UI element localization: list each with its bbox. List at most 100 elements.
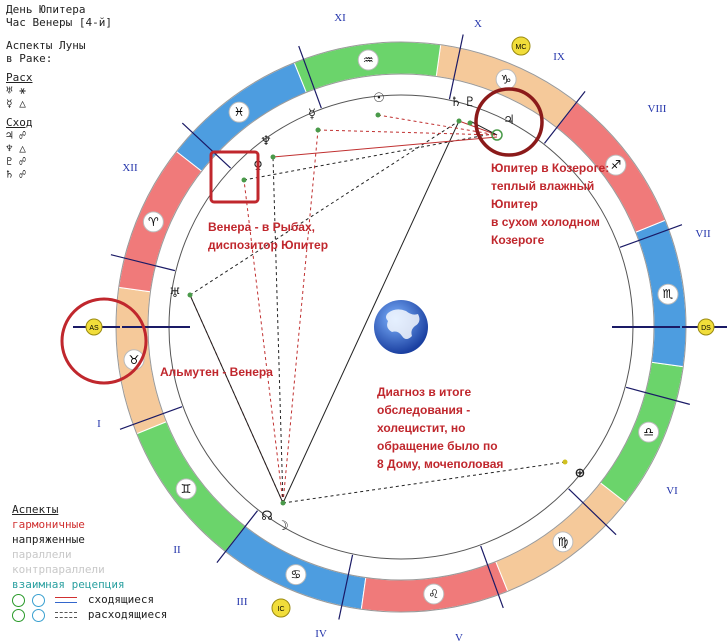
- aspect-line: [272, 156, 284, 504]
- jupiter-note-line: Юпитер в Козероге:: [491, 161, 609, 175]
- house-cusp-line: [619, 224, 683, 248]
- aspect-line: [377, 114, 498, 136]
- asc-label: AS: [89, 325, 99, 332]
- legend-diverging-row: расходящиеся: [12, 607, 192, 622]
- venus-note-line: диспозитор Юпитер: [208, 238, 328, 252]
- uranus-point: [187, 292, 193, 298]
- asc-highlight-ring: [60, 297, 148, 385]
- capricorn-icon: ♑: [501, 72, 512, 86]
- scorpio-icon: ♏: [663, 287, 674, 301]
- gemini-icon: ♊: [181, 482, 192, 496]
- aspect-line: [282, 129, 319, 504]
- legend-converging: сходящиеся: [87, 593, 155, 606]
- separating-aspect: ♅ ⚹: [6, 84, 26, 97]
- house-cusp-line: [338, 554, 354, 620]
- venus-annotation: Венера - в Рыбах, диспозитор Юпитер: [208, 220, 328, 252]
- fortune-point: [562, 459, 568, 465]
- pluto-glyph: ♇: [464, 95, 476, 110]
- solid-line-icon: [55, 597, 78, 603]
- sun-point: [375, 112, 381, 118]
- separating-title: Расх: [6, 71, 33, 84]
- dsc-badge: DS: [697, 318, 715, 336]
- house-5-label: V: [455, 632, 463, 643]
- diverging-circle-icon: [12, 608, 25, 622]
- moon-point: [280, 500, 286, 506]
- house-1-label: I: [97, 418, 101, 430]
- almuten-annotation: Альмутен - Венера: [160, 365, 273, 379]
- aries-icon: ♈: [148, 215, 159, 229]
- virgo-icon: ♍: [558, 535, 569, 549]
- house-cusp-line: [448, 34, 464, 100]
- ic-label: IC: [278, 606, 285, 613]
- house-cusp-line: [216, 510, 259, 563]
- uranus-glyph: ♅: [169, 286, 181, 301]
- house-8-label: VIII: [648, 103, 667, 115]
- mc-label: MC: [516, 44, 527, 51]
- venus-note-line: Венера - в Рыбах,: [208, 220, 315, 234]
- mercury-point: [315, 127, 321, 133]
- house-6-label: VI: [666, 485, 678, 497]
- saturn-point: [456, 118, 462, 124]
- fortune-glyph: ⊕: [575, 466, 586, 481]
- dsc-label: DS: [701, 325, 711, 332]
- diagnosis-annotation: Диагноз в итоге обследования - холецисти…: [377, 385, 503, 471]
- jupiter-note-line: теплый влажный: [491, 179, 594, 193]
- jupiter-annotation: Юпитер в Козероге: теплый влажный Юпитер…: [491, 161, 609, 247]
- aspect-line: [189, 294, 284, 504]
- legend-harmonic: гармоничные: [12, 518, 85, 531]
- venus-point: [241, 177, 247, 183]
- zodiac-ring: ♉♊♋♌♍♎♏♐♑♒♓♈: [115, 41, 687, 613]
- house-cusp-line: [110, 254, 176, 272]
- aspect-line: [317, 129, 498, 136]
- aquarius-icon: ♒: [363, 53, 374, 67]
- house-9-label: IX: [553, 51, 565, 63]
- aquarius-badge: [357, 49, 379, 71]
- house-7-label: VII: [695, 228, 711, 240]
- house-11-label: XI: [334, 12, 346, 24]
- leo-badge: [423, 583, 445, 605]
- applying-title: Сход: [6, 116, 33, 129]
- dashed-line-icon: [55, 612, 78, 618]
- hour-label: Час Венеры [4-й]: [6, 16, 112, 29]
- applying-aspect: ♄ ☍: [6, 168, 26, 181]
- earth-globe-icon: [374, 300, 428, 354]
- legend-title: Аспекты: [12, 503, 59, 516]
- mc-badge: MC: [511, 36, 531, 56]
- diagnosis-note-line: Диагноз в итоге: [377, 385, 471, 399]
- neptune-point: [270, 154, 276, 160]
- scorpio-badge: [657, 283, 679, 305]
- house-cusp-line: [298, 45, 322, 109]
- diagnosis-note-line: обращение было по: [377, 439, 498, 453]
- legend-contraparallels: контрпараллели: [12, 563, 105, 576]
- diagnosis-note-line: обследования -: [377, 403, 470, 417]
- house-10-label: X: [474, 18, 482, 30]
- neptune-glyph: ♆: [260, 134, 272, 149]
- jupiter-highlight-ring: [474, 87, 544, 157]
- house-2-label: II: [173, 544, 181, 556]
- jupiter-note-line: Юпитер: [491, 197, 538, 211]
- aspect-line: [272, 136, 498, 158]
- house-cusp-line: [480, 545, 504, 609]
- diverging-circle-icon: [31, 608, 45, 622]
- house-cusps: [110, 34, 690, 620]
- ic-badge: IC: [271, 598, 291, 618]
- leo-icon: ♌: [428, 587, 439, 601]
- diagnosis-note-line: 8 Дому, мочеполовая: [377, 457, 503, 471]
- moon-glyph: ☽: [277, 519, 289, 534]
- taurus-icon: ♉: [129, 353, 140, 367]
- aspect-line: [243, 132, 498, 181]
- jupiter-note-line: Козероге: [491, 233, 545, 247]
- applying-aspect: ♇ ☍: [6, 155, 26, 168]
- aspect-line: [189, 120, 460, 296]
- house-4-label: IV: [315, 628, 327, 640]
- pluto-point: [467, 120, 473, 126]
- aspect-line: [282, 120, 460, 504]
- asc-badge: AS: [85, 318, 103, 336]
- jupiter-point: [491, 129, 503, 141]
- legend-parallels: параллели: [12, 548, 72, 561]
- virgo-badge: [552, 531, 574, 553]
- venus-highlight-box: [209, 150, 260, 204]
- jupiter-glyph: ♃: [503, 113, 515, 128]
- sagittarius-icon: ♐: [610, 158, 621, 172]
